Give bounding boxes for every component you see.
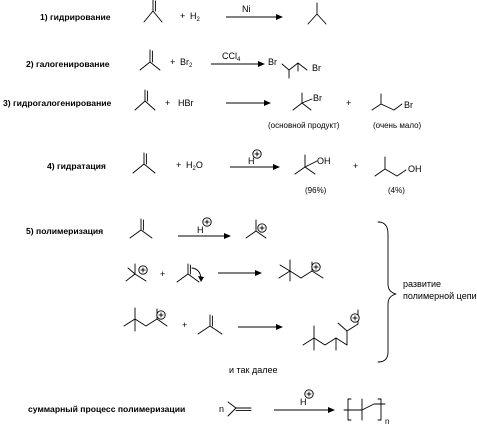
reaction-4-arrow [230, 164, 280, 170]
reaction-1-arrow [226, 14, 283, 20]
reaction-4-reagent-sub: 2 [193, 166, 197, 172]
reaction-3-minor-note: (очень мало) [373, 121, 422, 130]
reaction-2-reagent-sub: 2 [189, 63, 193, 69]
isobutylene-summary [227, 401, 252, 417]
dimer-cation-2 [123, 307, 168, 332]
reaction-5-continue-note: и так далее [229, 365, 278, 375]
reaction-1-plus: + [180, 11, 185, 21]
reaction-3-reagent: HBr [178, 98, 194, 108]
chain-growth-bracket [377, 221, 397, 363]
trimer-cation [302, 309, 360, 351]
product-4-oh-minor: OH [408, 164, 422, 174]
product-3-br-minor: Br [404, 100, 413, 110]
summary-subscript-n: n [385, 417, 389, 426]
reaction-3-label: 3) гидрогалогенирование [3, 98, 112, 108]
isobutylene-6 [176, 263, 204, 283]
svg-text:H2: H2 [190, 11, 201, 23]
product-2-br-1: Br [268, 57, 277, 67]
tert-butyl-cation-1 [245, 219, 267, 239]
reaction-5-condition: H [197, 225, 204, 235]
reaction-2-condition-sub: 4 [237, 57, 241, 63]
cation-plus-icon-3 [311, 262, 321, 272]
reaction-5-arrow-3 [238, 324, 283, 330]
reaction-1-reagent: H [190, 11, 197, 21]
product-4-oh-major: OH [317, 156, 331, 166]
reaction-2-condition: CCl [222, 51, 237, 61]
product-2-br-2: Br [312, 63, 321, 73]
reaction-4-plus: + [176, 160, 181, 170]
isobutylene-7 [197, 314, 223, 335]
reaction-3-major-note: (основной продукт) [268, 121, 340, 130]
reaction-5-step3-plus: + [182, 320, 187, 330]
bracket-note-line-1: развитие [403, 279, 441, 289]
product-3-br-major: Br [313, 93, 322, 103]
cation-plus-icon-5 [350, 313, 360, 323]
reaction-5-label: 5) полимеризация [26, 226, 103, 236]
reaction-3-product-plus: + [346, 98, 351, 108]
svg-text:Br2: Br2 [180, 57, 193, 69]
isobutanol: OH [374, 156, 422, 177]
reaction-2-reagent: Br [180, 57, 189, 67]
isobutyl-bromide: Br [371, 93, 413, 111]
svg-text:H2O: H2O [186, 160, 203, 172]
dimer-cation [278, 259, 324, 282]
reaction-1-label: 1) гидрирование [40, 12, 111, 22]
summary-condition: H [300, 397, 307, 407]
reaction-4-label: 4) гидратация [47, 161, 106, 171]
cation-plus-icon-2 [138, 265, 148, 275]
reaction-5-arrow-1 [178, 233, 231, 239]
reaction-5-arrow-2 [218, 270, 262, 276]
proton-plus-icon-5 [202, 217, 212, 227]
reaction-1-condition: Ni [242, 4, 251, 14]
summary-arrow [274, 407, 335, 413]
reaction-4-condition: H [248, 156, 255, 166]
dibromo-product: Br Br [268, 57, 321, 79]
reaction-2-arrow [211, 61, 265, 67]
summary-coefficient: n [219, 404, 224, 414]
bracket-note-line-2: полимерной цепи [403, 291, 477, 301]
reaction-1-reagent-sub: 2 [197, 17, 201, 23]
svg-text:CCl4: CCl4 [222, 51, 241, 63]
isobutylene-3 [134, 89, 156, 111]
proton-plus-icon-4 [252, 149, 262, 159]
reaction-3-plus: + [165, 98, 170, 108]
cation-plus-icon-4 [156, 310, 166, 320]
reaction-4-reagent-tail: O [196, 160, 203, 170]
reaction-2-label: 2) галогенирование [26, 59, 110, 69]
tert-butyl-bromide: Br [292, 92, 322, 111]
isobutane-1 [307, 2, 327, 25]
reaction-4-minor-note: (4%) [388, 186, 405, 195]
reaction-2-plus: + [170, 57, 175, 67]
isobutylene-4 [132, 152, 156, 174]
isobutylene-1 [143, 0, 163, 23]
proton-plus-icon-summary [304, 389, 314, 399]
reaction-5-step2-plus: + [160, 269, 165, 279]
tert-butyl-cation-2 [125, 263, 148, 282]
reaction-4-major-note: (96%) [305, 186, 327, 195]
reaction-3-arrow [226, 100, 271, 106]
isobutylene-2 [139, 49, 161, 71]
polyisobutylene: n [343, 398, 389, 426]
isobutylene-5 [129, 218, 153, 239]
reaction-4-product-plus: + [353, 161, 358, 171]
summary-label: суммарный процесс полимеризации [28, 404, 185, 414]
reaction-4-reagent: H [186, 160, 193, 170]
cation-plus-icon-1 [257, 223, 267, 233]
tert-butanol: OH [294, 154, 331, 175]
